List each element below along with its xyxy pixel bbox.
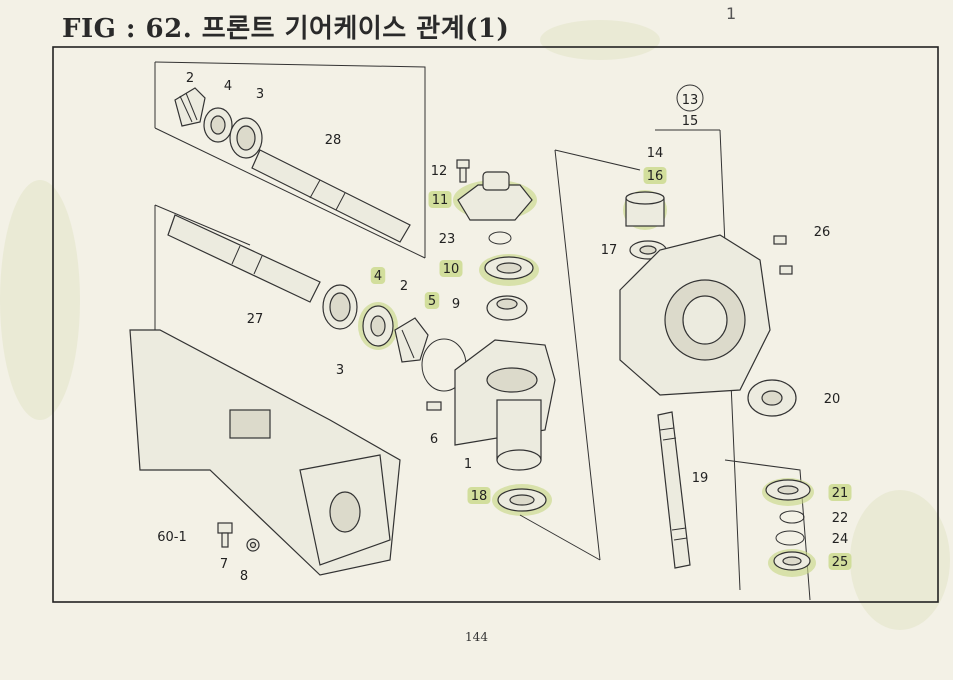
right-box-top <box>554 149 641 171</box>
callout-label: 24 <box>832 532 849 547</box>
snap-ring-24 <box>775 530 805 546</box>
callout-highlight <box>643 167 667 184</box>
callout-label: 11 <box>432 193 449 208</box>
bolt-7 <box>217 522 233 548</box>
callout-label: 19 <box>692 471 709 486</box>
callout-label: 8 <box>240 569 248 584</box>
callout-highlight <box>467 487 491 504</box>
bevel-gear-20 <box>747 379 797 417</box>
callout-label: 6 <box>430 432 438 447</box>
callout-label: 2 <box>186 71 194 86</box>
callout-label: 18 <box>471 489 488 504</box>
callout-label: 1 <box>464 457 472 472</box>
callout-label: 17 <box>601 243 618 258</box>
callout-label: 7 <box>220 557 228 572</box>
bearing-10 <box>479 254 539 286</box>
corner-mark: 1 <box>726 4 737 23</box>
bearing-4 <box>358 302 398 350</box>
callout-label: 60-1 <box>157 530 187 545</box>
bearing-top <box>203 107 233 143</box>
callout-label: 4 <box>224 79 232 94</box>
inset-box-diag <box>154 127 426 259</box>
inset-box-2-diag <box>154 204 251 246</box>
snap-ring-23 <box>488 231 512 245</box>
seal-ring-3 <box>322 284 358 330</box>
callout-label: 15 <box>682 114 699 129</box>
callout-label: 4 <box>374 269 382 284</box>
right-box-left <box>554 149 601 561</box>
callout-label: 9 <box>452 297 460 312</box>
shaft-27 <box>167 214 321 303</box>
seal-25 <box>768 549 816 577</box>
shaft-28 <box>251 149 411 243</box>
callout-label: 28 <box>325 133 342 148</box>
callout-label: 21 <box>832 486 849 501</box>
callout-13-circle <box>676 84 704 112</box>
seal-18 <box>492 484 552 516</box>
bearing-21 <box>762 478 814 506</box>
bolt-12 <box>456 159 470 183</box>
cover-11 <box>453 171 537 221</box>
bushing-16 <box>623 190 667 230</box>
diagram-frame <box>52 46 939 603</box>
callout-highlight <box>439 260 463 277</box>
callout-label: 3 <box>256 87 264 102</box>
plug-26 <box>773 235 793 275</box>
callout-highlight <box>828 553 852 570</box>
callout-highlight <box>370 267 386 284</box>
callout-highlight <box>428 191 452 208</box>
callout-label: 27 <box>247 312 264 327</box>
snap-ring-22 <box>779 510 805 524</box>
page-number: 144 <box>465 630 488 644</box>
callout-highlight <box>424 292 440 309</box>
callout-label: 22 <box>832 511 849 526</box>
callout-label: 2 <box>400 279 408 294</box>
callout-label: 26 <box>814 225 831 240</box>
shaft-19 <box>657 411 691 569</box>
callout-label: 14 <box>647 146 664 161</box>
callout-label: 20 <box>824 392 841 407</box>
stud-6 <box>426 401 442 411</box>
callout-label: 10 <box>443 262 460 277</box>
figure-title: FIG : 62. 프론트 기어케이스 관계(1) <box>62 14 510 44</box>
seal-ring-top <box>229 117 263 159</box>
front-axle-housing <box>129 329 401 576</box>
callout-label: 23 <box>439 232 456 247</box>
callout-label: 5 <box>428 294 436 309</box>
gear-case-housing-13 <box>619 234 771 396</box>
guide-line <box>519 514 601 561</box>
pinion-gear-top <box>174 87 206 127</box>
bevel-gear-9 <box>486 295 528 321</box>
callout-highlight <box>828 484 852 501</box>
callout-label: 12 <box>431 164 448 179</box>
paper-stain <box>0 180 80 420</box>
callout-label: 16 <box>647 169 664 184</box>
gear-case-1 <box>454 339 556 471</box>
callout-label: 3 <box>336 363 344 378</box>
washer-8 <box>246 538 260 552</box>
callout-label: 25 <box>832 555 849 570</box>
inset-box-top <box>154 61 426 258</box>
paper-stain <box>540 20 660 60</box>
callout-label: 13 <box>682 93 699 108</box>
paper-stain <box>850 490 950 630</box>
pinion-gear-2 <box>394 317 429 363</box>
